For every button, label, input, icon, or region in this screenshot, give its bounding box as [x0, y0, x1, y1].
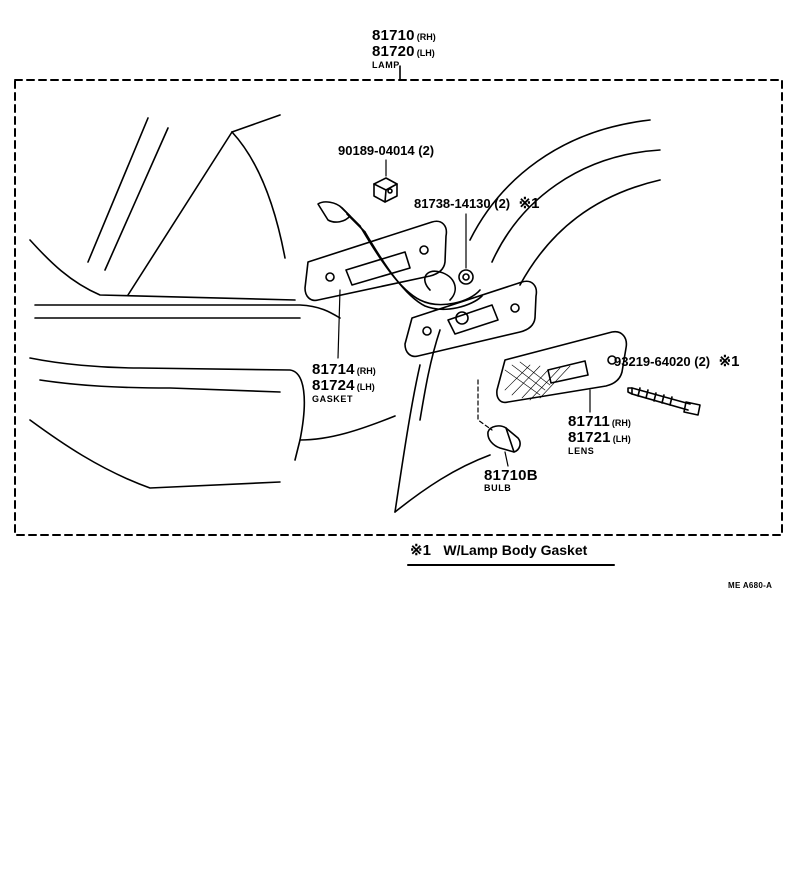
lamp-pn-lh: 81720 [372, 43, 415, 60]
screw-pn: 93219-64020 (2) [614, 354, 711, 369]
lamp-pn-rh: 81710 [372, 27, 415, 44]
bulb-pn: 81710B [484, 467, 538, 484]
footnote-mark: ※1 [410, 542, 431, 559]
gasket-pn-lh: 81724 [312, 377, 355, 394]
lens-part [496, 330, 628, 413]
nut-pn: 90189-04014 (2) [338, 143, 435, 158]
nut-part [373, 159, 398, 203]
grommet-part [458, 213, 474, 285]
grommet-mark: ※1 [518, 195, 540, 212]
lamp-side-rh: (RH) [416, 32, 436, 42]
lens-name: LENS [568, 446, 595, 456]
gasket-side-lh: (LH) [356, 382, 375, 392]
grommet-pn: 81738-14130 (2) [414, 196, 511, 211]
bulb-label: 81710B BULB [484, 468, 538, 493]
footnote-text: W/Lamp Body Gasket [443, 542, 588, 558]
lamp-body [404, 280, 538, 358]
gasket-name: GASKET [312, 394, 354, 404]
lamp-name: LAMP [372, 60, 400, 70]
lens-pn-lh: 81721 [568, 429, 611, 446]
lens-side-rh: (RH) [611, 418, 631, 428]
bulb-part [477, 379, 521, 467]
lamp-label: 81710(RH) 81720(LH) LAMP [372, 28, 436, 70]
lens-label: 81711(RH) 81721(LH) LENS [568, 414, 631, 456]
leader-lines [337, 289, 341, 359]
gasket-pn-rh: 81714 [312, 361, 355, 378]
footnote: ※1 W/Lamp Body Gasket [410, 543, 587, 559]
screw-label: 93219-64020 (2) ※1 [614, 354, 740, 370]
screw-part [627, 387, 701, 416]
car-body [29, 114, 661, 513]
lens-pn-rh: 81711 [568, 413, 610, 430]
lamp-side-lh: (LH) [416, 48, 435, 58]
drawing-code: ME A680-A [728, 581, 773, 590]
grommet-label: 81738-14130 (2) ※1 [414, 196, 540, 212]
gasket-label: 81714(RH) 81724(LH) GASKET [312, 362, 376, 404]
assembly-frame [14, 79, 783, 536]
gasket-part [304, 220, 448, 302]
bulb-name: BULB [484, 483, 512, 493]
screw-mark: ※1 [718, 353, 740, 370]
gasket-side-rh: (RH) [356, 366, 376, 376]
lens-side-lh: (LH) [612, 434, 631, 444]
wiring-harness [317, 201, 483, 311]
